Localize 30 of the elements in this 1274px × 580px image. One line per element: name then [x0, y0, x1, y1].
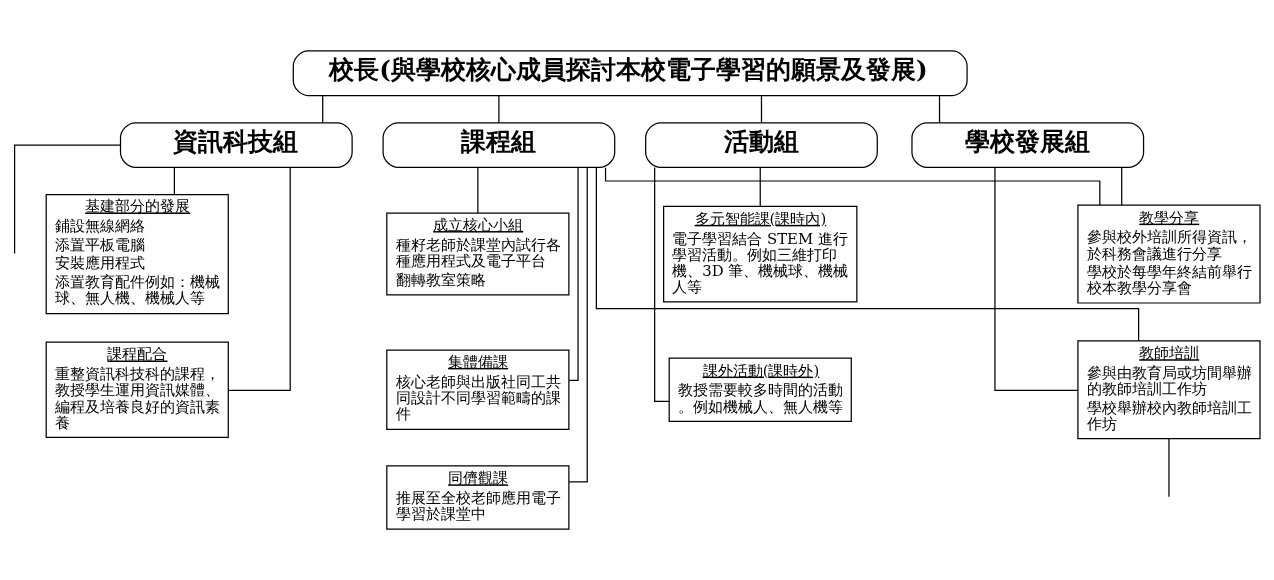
node-box: 課程配合 重整資訊科技科的課程，教授學生運用資訊媒體、編程及培養良好的資訊素養	[45, 341, 229, 438]
connector	[994, 167, 1079, 391]
connector	[759, 167, 761, 207]
node-box: 基建部分的發展 鋪設無線網絡 添置平板電腦 安裝應用程式 添置教育配件例如：機械球、無人機、機械人等	[45, 194, 229, 315]
connector	[760, 94, 763, 124]
node-box: 教學分享 參與校外培訓所得資訊，於科務會議進行分享 學校於每學年終結前舉行校本教學分享會	[1077, 204, 1261, 304]
node-box: 資訊科技組	[119, 122, 353, 168]
node-box: 多元智能課(課時內) 電子學習結合 STEM 進行學習活動。例如三維打印機、3D 筆、機械球、機械人等	[663, 205, 858, 303]
connector	[1121, 167, 1123, 206]
connector	[173, 167, 175, 195]
connector	[498, 94, 500, 124]
connector	[1168, 438, 1170, 498]
node-box: 學校發展組	[911, 122, 1145, 168]
connector	[938, 94, 941, 124]
node-box: 校長(與學校核心成員探討本校電子學習的願景及發展)	[292, 50, 968, 97]
node-box: 集體備課 核心老師與出版社同工共同設計不同學習範疇的課件	[386, 349, 570, 430]
node-box: 課程組	[382, 122, 616, 168]
connector	[477, 167, 479, 214]
connector	[568, 167, 588, 483]
node-box: 課外活動(課時外) 教授需要較多時間的活動。例如機械人、無人機等	[668, 357, 852, 422]
connector	[322, 94, 324, 124]
connector	[568, 167, 579, 382]
node-box: 同儕觀課 推展至全校老師應用電子學習於課堂中	[386, 465, 570, 530]
node-box: 活動組	[645, 122, 878, 168]
node-box: 成立核心小組 種籽老師於課堂內試行各種應用程式及電子平台 翻轉教室策略	[386, 212, 570, 296]
node-box: 教師培訓 參與由教育局或坊間舉辦的教師培訓工作坊 學校舉辦校內教師培訓工作坊	[1077, 340, 1261, 440]
connector	[595, 166, 1140, 342]
connector	[227, 167, 291, 391]
connector	[14, 144, 121, 254]
connector	[604, 167, 1101, 206]
